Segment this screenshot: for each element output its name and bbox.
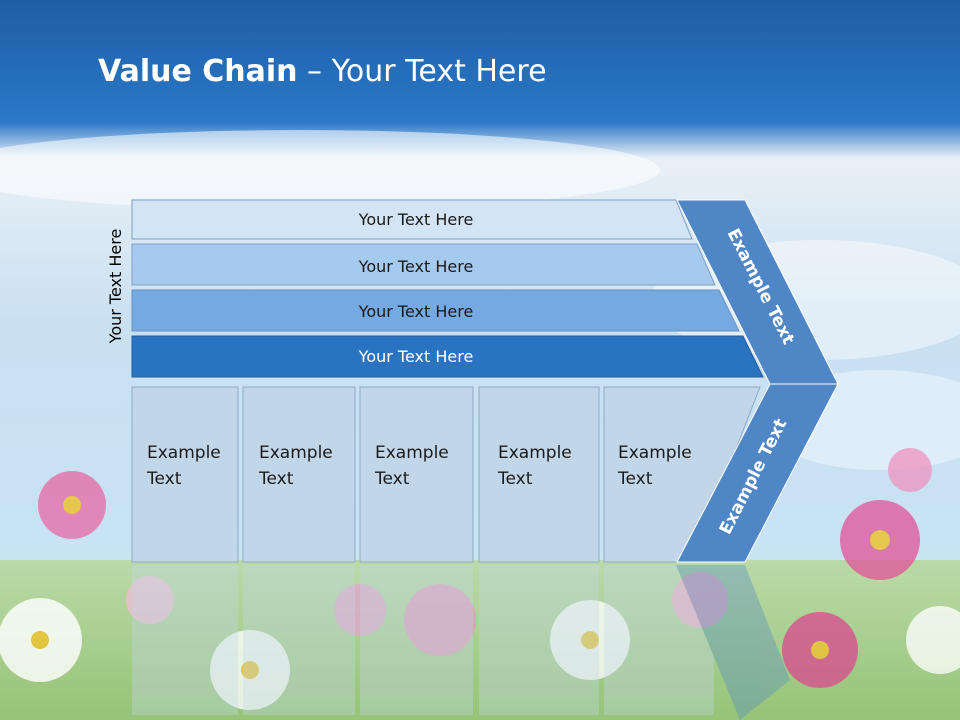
bar-1-label: Your Text Here [358, 210, 474, 229]
bars-group: Your Text Here Your Text Here Your Text … [131, 199, 764, 378]
bar-4 [131, 335, 764, 378]
column-1 [131, 386, 239, 563]
column-5-line2: Text [617, 469, 653, 489]
bar-3-label: Your Text Here [358, 302, 474, 321]
column-4-line2: Text [497, 469, 533, 489]
column-2 [242, 386, 356, 563]
bar-2 [131, 243, 716, 286]
column-4 [478, 386, 600, 563]
column-3-line2: Text [374, 469, 410, 489]
column-4-line1: Example [498, 443, 572, 463]
bar-3 [131, 289, 740, 332]
reflection-column-3 [360, 565, 473, 715]
reflection-arrow [676, 565, 790, 720]
bar-2-label: Your Text Here [358, 257, 474, 276]
column-1-line1: Example [147, 443, 221, 463]
diagram-reflection [132, 565, 790, 720]
slide-title: Value Chain – Your Text Here [98, 54, 547, 89]
reflection-column-1 [132, 565, 238, 715]
column-3-line1: Example [375, 443, 449, 463]
title-rest: – Your Text Here [297, 54, 547, 89]
reflection-column-2 [243, 565, 355, 715]
column-1-line2: Text [146, 469, 182, 489]
column-5-line1: Example [618, 443, 692, 463]
bar-4-label: Your Text Here [358, 347, 474, 366]
reflection-column-5 [604, 565, 714, 715]
arrow-lower-band [676, 383, 839, 563]
bar-1 [131, 199, 693, 240]
column-2-line2: Text [258, 469, 294, 489]
columns-group: Example Text Example Text Example Text E… [131, 386, 761, 563]
title-bold: Value Chain [98, 54, 298, 89]
reflection-column-4 [479, 565, 599, 715]
column-3 [359, 386, 474, 563]
column-2-line1: Example [259, 443, 333, 463]
flower-field [0, 448, 960, 710]
